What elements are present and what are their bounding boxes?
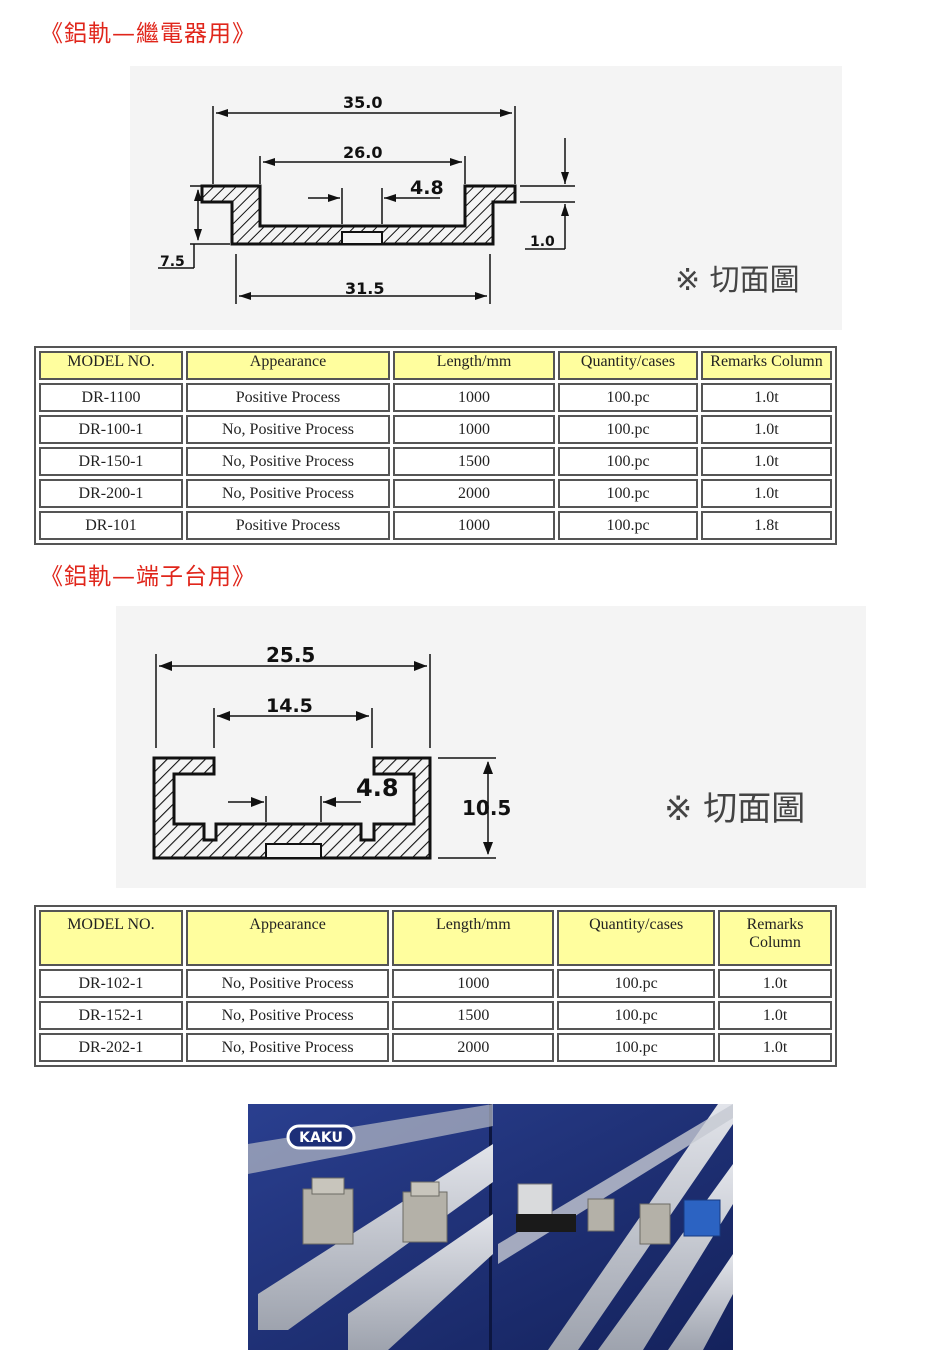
dimension-label: 31.5 (345, 279, 384, 298)
section-heading-terminal-rail: 《鋁軌—端子台用》 (40, 564, 256, 590)
cell-length: 2000 (392, 1033, 555, 1062)
dimension-label: 25.5 (266, 643, 315, 667)
cell-length: 1000 (393, 415, 555, 444)
cell-model-no: DR-1100 (39, 383, 183, 412)
cell-appearance: Positive Process (186, 383, 390, 412)
dimension-label: 35.0 (343, 93, 382, 112)
cell-model-no: DR-102-1 (39, 969, 183, 998)
cell-quantity: 100.pc (558, 383, 698, 412)
dimension-label: 1.0 (530, 234, 555, 250)
cross-section-diagram-relay-rail: 35.0 26.0 4.8 7.5 1.0 31.5 ※ 切面圖 (130, 66, 842, 330)
cell-remarks: 1.0t (718, 1001, 832, 1030)
dimension-label: 7.5 (160, 254, 185, 270)
column-header-remarks: Remarks Column (718, 910, 832, 966)
cell-appearance: No, Positive Process (185, 1033, 390, 1062)
cell-quantity: 100.pc (557, 969, 716, 998)
cell-remarks: 1.0t (701, 415, 832, 444)
cross-section-caption: ※ 切面圖 (675, 263, 800, 298)
cell-appearance: No, Positive Process (186, 415, 390, 444)
cross-section-caption: ※ 切面圖 (664, 789, 805, 829)
cell-appearance: No, Positive Process (186, 479, 390, 508)
product-photo: KAKU (248, 1104, 733, 1350)
cell-quantity: 100.pc (558, 479, 698, 508)
table-row: DR-100-1 No, Positive Process 1000 100.p… (39, 415, 832, 444)
cell-remarks: 1.0t (701, 479, 832, 508)
table-row: DR-202-1 No, Positive Process 2000 100.p… (39, 1033, 832, 1062)
cell-appearance: Positive Process (186, 511, 390, 540)
column-header-remarks: Remarks Column (701, 351, 832, 380)
column-header-length: Length/mm (393, 351, 555, 380)
brand-logo: KAKU (299, 1130, 343, 1146)
cell-appearance: No, Positive Process (185, 1001, 390, 1030)
cell-remarks: 1.8t (701, 511, 832, 540)
column-header-appearance: Appearance (185, 910, 390, 966)
dimension-label: 4.8 (410, 177, 444, 199)
cross-section-diagram-terminal-rail: 25.5 14.5 4.8 10.5 ※ 切面圖 (116, 606, 866, 888)
cell-appearance: No, Positive Process (185, 969, 390, 998)
dimension-label: 4.8 (356, 774, 399, 802)
cell-length: 2000 (393, 479, 555, 508)
cell-appearance: No, Positive Process (186, 447, 390, 476)
dimension-label: 10.5 (462, 796, 511, 820)
column-header-quantity: Quantity/cases (558, 351, 698, 380)
cell-quantity: 100.pc (558, 415, 698, 444)
cell-model-no: DR-202-1 (39, 1033, 183, 1062)
dimension-label: 14.5 (266, 695, 313, 717)
cell-length: 1000 (393, 383, 555, 412)
spec-table-relay-rail: MODEL NO. Appearance Length/mm Quantity/… (34, 346, 837, 545)
section-heading-relay-rail: 《鋁軌—繼電器用》 (40, 21, 256, 47)
cell-length: 1000 (393, 511, 555, 540)
cell-remarks: 1.0t (718, 969, 832, 998)
table-row: DR-1100 Positive Process 1000 100.pc 1.0… (39, 383, 832, 412)
cell-quantity: 100.pc (557, 1001, 716, 1030)
cell-model-no: DR-100-1 (39, 415, 183, 444)
cell-quantity: 100.pc (557, 1033, 716, 1062)
table-row: DR-150-1 No, Positive Process 1500 100.p… (39, 447, 832, 476)
spec-table-terminal-rail: MODEL NO. Appearance Length/mm Quantity/… (34, 905, 837, 1067)
cell-model-no: DR-150-1 (39, 447, 183, 476)
table-row: DR-152-1 No, Positive Process 1500 100.p… (39, 1001, 832, 1030)
cell-quantity: 100.pc (558, 447, 698, 476)
cell-quantity: 100.pc (558, 511, 698, 540)
cell-remarks: 1.0t (701, 447, 832, 476)
table-header-row: MODEL NO. Appearance Length/mm Quantity/… (39, 351, 832, 380)
cell-remarks: 1.0t (718, 1033, 832, 1062)
table-row: DR-101 Positive Process 1000 100.pc 1.8t (39, 511, 832, 540)
table-row: DR-102-1 No, Positive Process 1000 100.p… (39, 969, 832, 998)
table-row: DR-200-1 No, Positive Process 2000 100.p… (39, 479, 832, 508)
column-header-model-no: MODEL NO. (39, 910, 183, 966)
cell-length: 1500 (392, 1001, 555, 1030)
column-header-model-no: MODEL NO. (39, 351, 183, 380)
column-header-length: Length/mm (392, 910, 555, 966)
column-header-quantity: Quantity/cases (557, 910, 716, 966)
cell-remarks: 1.0t (701, 383, 832, 412)
cell-length: 1000 (392, 969, 555, 998)
dimension-label: 26.0 (343, 143, 382, 162)
column-header-appearance: Appearance (186, 351, 390, 380)
cell-model-no: DR-152-1 (39, 1001, 183, 1030)
table-header-row: MODEL NO. Appearance Length/mm Quantity/… (39, 910, 832, 966)
cell-model-no: DR-200-1 (39, 479, 183, 508)
cell-length: 1500 (393, 447, 555, 476)
cell-model-no: DR-101 (39, 511, 183, 540)
